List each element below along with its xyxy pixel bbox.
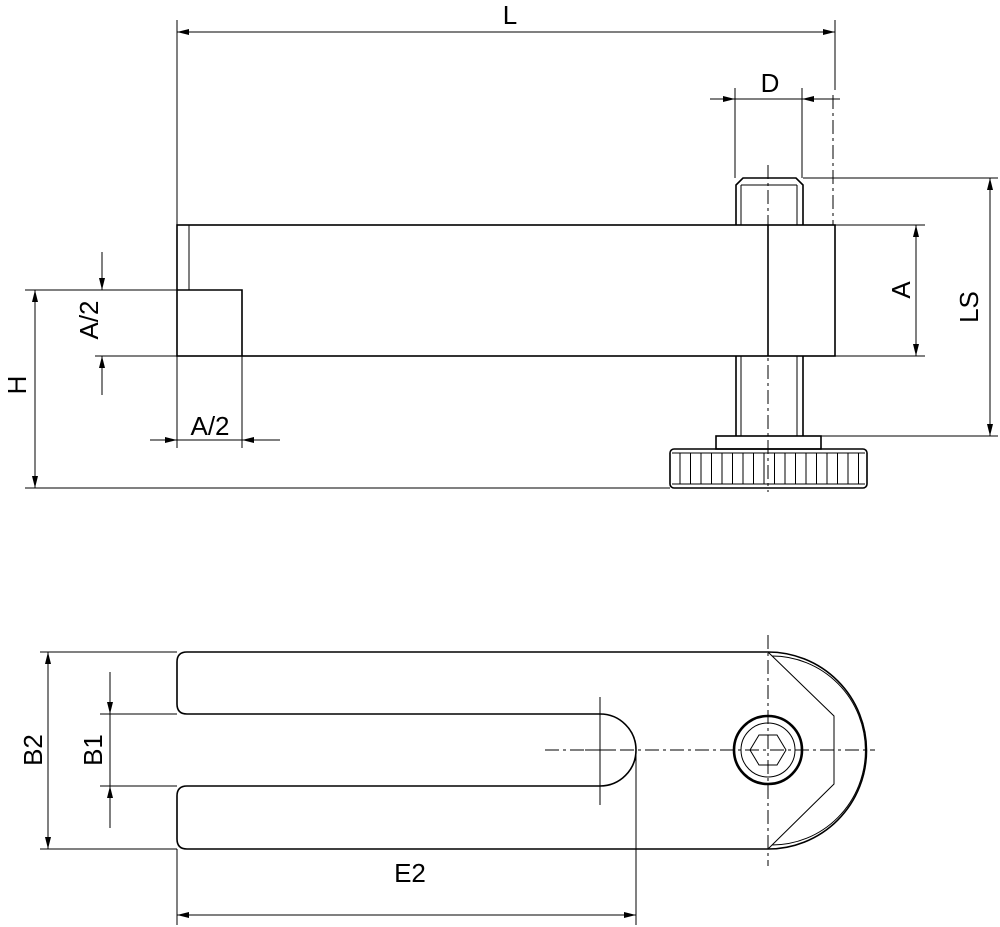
step-block — [177, 289, 243, 356]
clamp-bar — [176, 224, 836, 357]
pressure-pad — [767, 651, 868, 850]
dim-A: A — [886, 281, 916, 299]
top-view: E2 B2 B1 — [18, 635, 875, 925]
side-view: L D LS A H A/2 A/2 — [2, 0, 998, 492]
dim-H: H — [2, 376, 32, 395]
dim-L: L — [503, 0, 517, 30]
dim-B1: B1 — [78, 734, 108, 766]
dim-E2: E2 — [394, 858, 426, 888]
dim-D: D — [761, 68, 780, 98]
screw — [735, 177, 804, 436]
dim-A-half-vertical: A/2 — [74, 300, 104, 339]
dim-A-half-horizontal: A/2 — [190, 411, 229, 441]
dim-B2: B2 — [18, 734, 48, 766]
dim-LS: LS — [954, 291, 984, 323]
